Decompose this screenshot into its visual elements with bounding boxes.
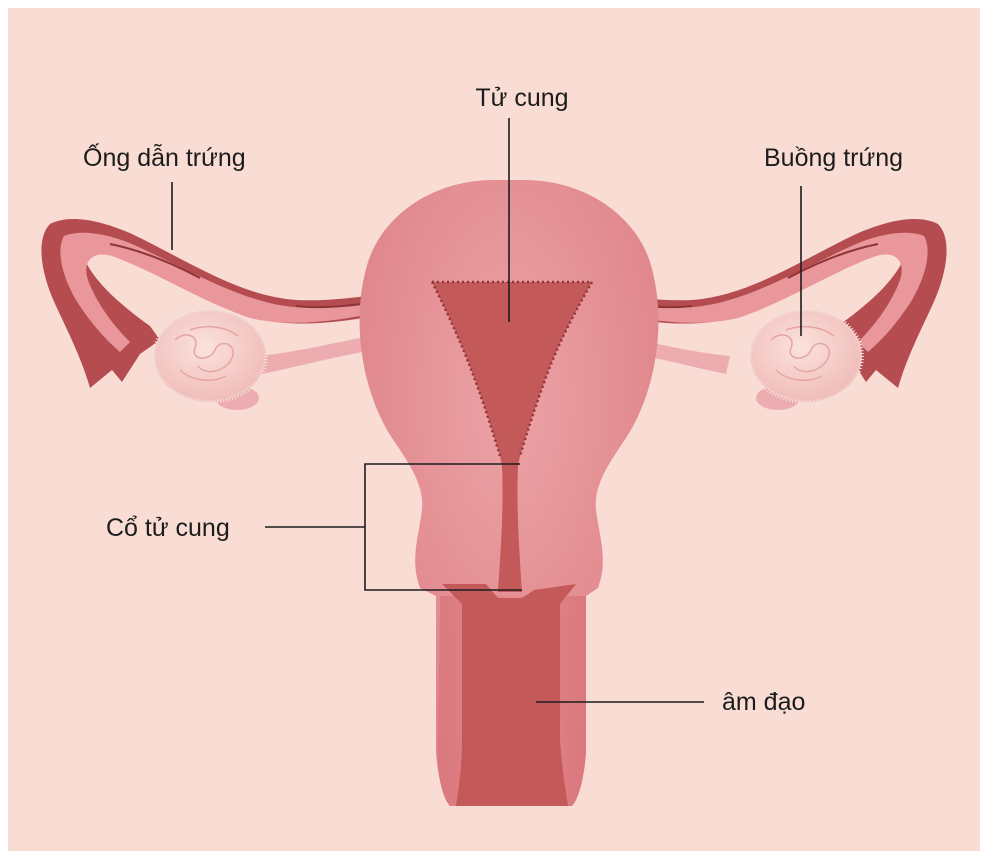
label-ovary: Buồng trứng [764,144,903,172]
label-uterus: Tử cung [475,84,568,112]
label-fallopian-tube: Ống dẫn trứng [83,142,246,172]
right-ovary [750,310,862,402]
label-cervix: Cổ tử cung [106,514,230,542]
left-ovary [154,310,266,402]
label-vagina: âm đạo [722,688,805,716]
